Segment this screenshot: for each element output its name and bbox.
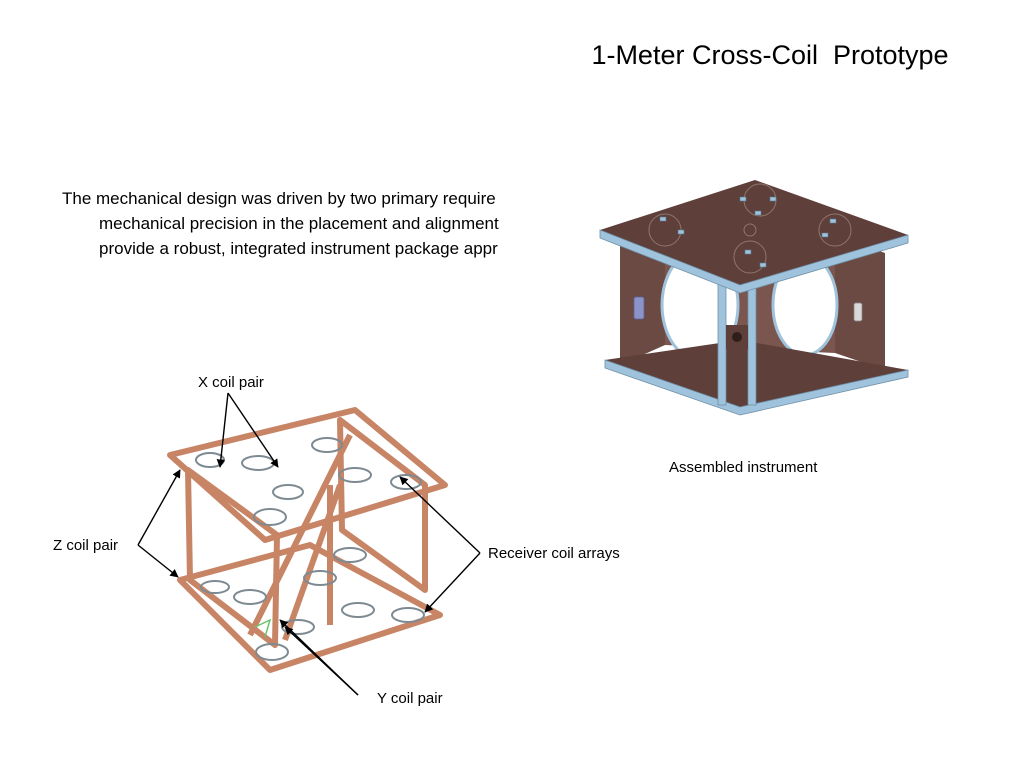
side-wall-left	[620, 225, 665, 365]
body-line-2: mechanical precision in the placement an…	[99, 214, 499, 233]
top-plate	[600, 180, 908, 285]
assembled-instrument-caption: Assembled instrument	[669, 459, 818, 476]
right-handle	[853, 302, 863, 322]
leader-arrows	[137, 392, 481, 696]
top-frame	[599, 229, 909, 294]
center-block-hole	[732, 332, 742, 342]
body-text: The mechanical design was driven by two …	[62, 186, 567, 264]
x-coil-label: X coil pair	[198, 374, 264, 391]
top-fasteners	[659, 196, 837, 268]
y-coil-bar-1	[247, 433, 353, 637]
left-handle	[633, 296, 645, 320]
z-coil-label: Z coil pair	[53, 537, 119, 554]
bottom-plate	[605, 340, 908, 407]
x-coil-frame-back	[337, 417, 428, 593]
z-coil-lower	[177, 542, 443, 673]
z-coil-upper	[167, 407, 448, 543]
body-line-3: provide a robust, integrated instrument …	[99, 239, 498, 258]
assembled-instrument-image	[599, 180, 909, 416]
y-coil-label: Y coil pair	[377, 690, 443, 707]
green-marker	[254, 618, 272, 638]
side-wall-right	[835, 235, 885, 370]
coil-diagram	[137, 392, 481, 696]
slide-title: 1-Meter Cross-Coil Prototype	[591, 40, 949, 70]
receiver-coil-label: Receiver coil arrays	[488, 545, 620, 562]
body-line-1: The mechanical design was driven by two …	[62, 189, 496, 208]
bottom-frame	[604, 359, 909, 416]
post-left	[717, 269, 727, 406]
